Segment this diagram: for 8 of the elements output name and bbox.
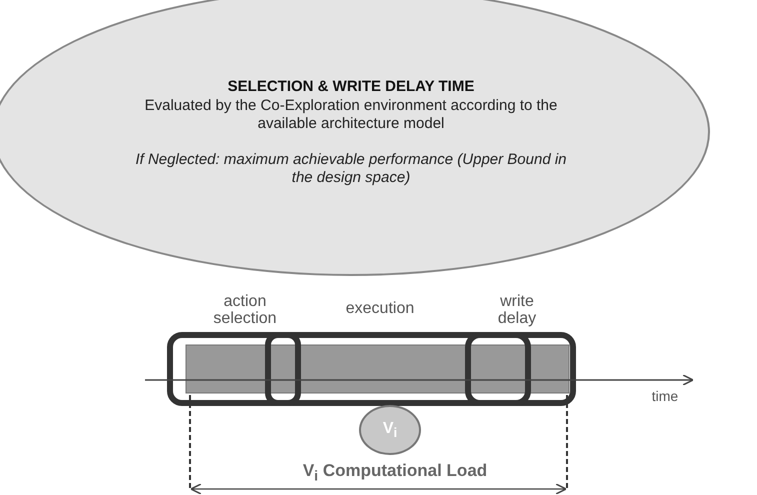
ellipse-heading: SELECTION & WRITE DELAY TIME [226, 78, 476, 94]
phase-label: execution [344, 300, 416, 317]
axis-label: time [650, 388, 680, 405]
phase-label: write delay [496, 293, 538, 327]
dimension-label: V$_{i}$ Computational Load [302, 462, 488, 486]
ellipse-description: Evaluated by the Co-Exploration environment according to the available architecture model [144, 96, 558, 132]
phase-label: action selection [212, 293, 278, 327]
ellipse-note: If Neglected: maximum achievable performance (Upper Bound in the design space) [134, 150, 568, 186]
